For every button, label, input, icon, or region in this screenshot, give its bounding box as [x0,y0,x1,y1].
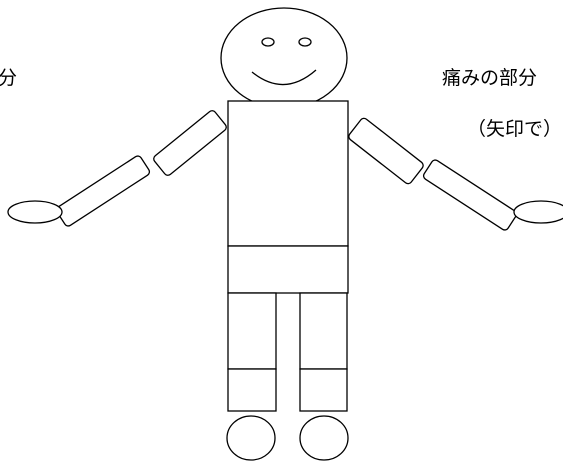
right-shin [299,368,348,412]
left-upper-arm [153,110,227,176]
pain-area-label: 痛みの部分 [442,67,538,89]
arrow-instruction-label: （矢印で） [467,118,563,140]
left-label-fragment: 分 [0,67,18,89]
head [220,7,348,109]
right-foot [299,415,349,461]
left-shin [227,368,277,412]
left-forearm [55,155,151,227]
left-foot [226,415,276,461]
head-outline [220,7,348,109]
left-arm [7,110,227,227]
left-thigh [227,292,277,370]
hips [227,245,349,294]
right-hand [513,200,563,224]
right-upper-arm [348,117,424,185]
left-eye [261,37,275,47]
left-leg [226,292,277,461]
right-arm [348,117,563,231]
left-hand [7,200,63,224]
right-thigh [299,292,348,370]
right-eye [298,37,312,47]
smile [251,69,317,86]
torso [227,100,349,247]
right-forearm [422,159,518,231]
right-leg [299,292,349,461]
